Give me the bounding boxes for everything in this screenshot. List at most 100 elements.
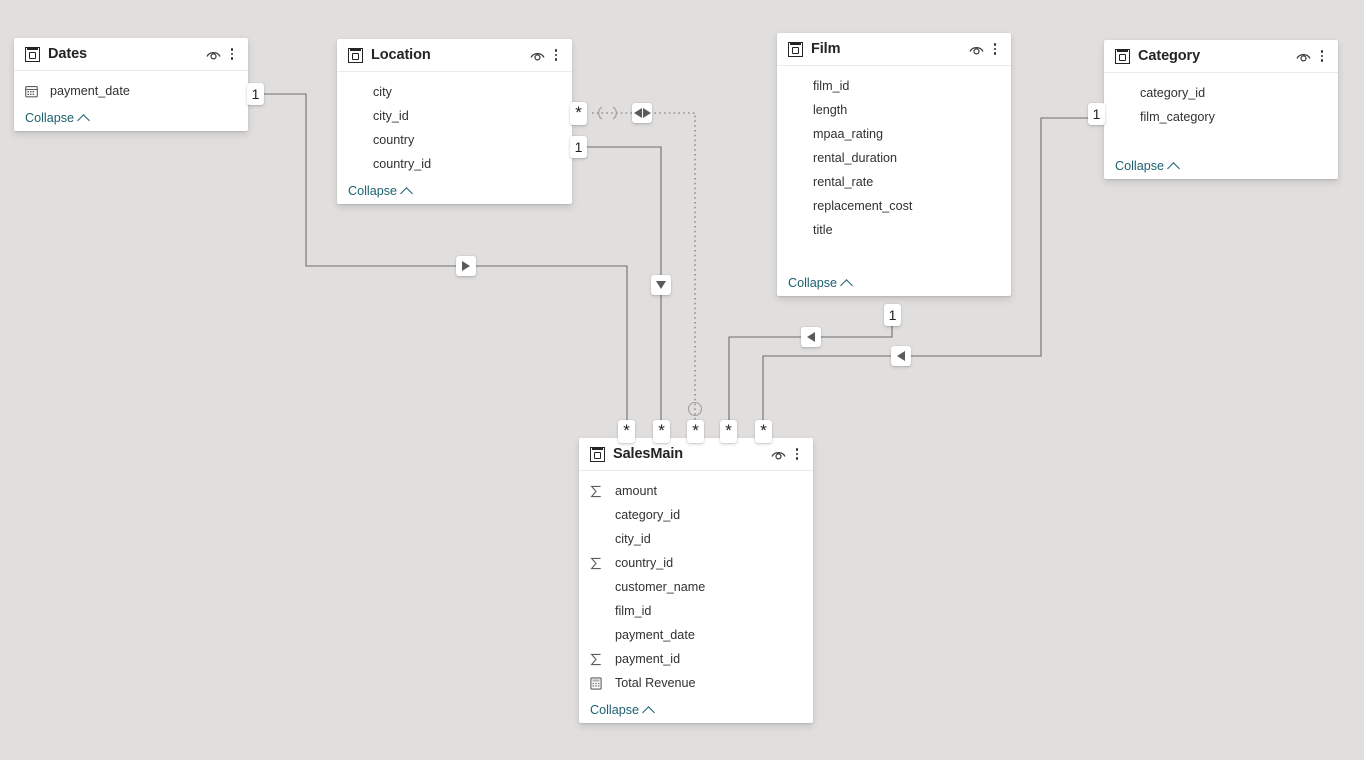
field-name: Total Revenue	[615, 676, 696, 690]
collapse-button[interactable]: Collapse	[337, 178, 572, 204]
field-row[interactable]: film_id	[777, 74, 1011, 98]
field-row[interactable]: city_id	[337, 104, 572, 128]
filter-arrow-left-icon-category[interactable]	[891, 346, 911, 366]
chevron-up-icon	[77, 113, 90, 127]
chevron-up-icon	[1167, 161, 1180, 175]
relationship-inactive-location-film	[592, 112, 696, 424]
cardinality-badge-many-inactive-end[interactable]: *	[687, 420, 704, 443]
table-card-film[interactable]: Film film_id length mpaa_ra	[777, 33, 1011, 296]
more-options-icon[interactable]	[549, 45, 563, 65]
table-icon	[25, 46, 40, 62]
eye-icon[interactable]	[966, 39, 986, 59]
cardinality-badge-one-location[interactable]: 1	[570, 136, 587, 158]
field-row[interactable]: film_category	[1104, 105, 1338, 129]
chevron-up-icon	[400, 186, 413, 200]
field-row[interactable]: payment_date	[579, 623, 813, 647]
inactive-relationship-glyph	[598, 106, 617, 120]
table-field-list: film_id length mpaa_rating rental_durati…	[777, 66, 1011, 296]
collapse-label: Collapse	[1115, 159, 1165, 173]
eye-icon[interactable]	[203, 44, 223, 64]
field-row[interactable]: payment_date	[14, 79, 248, 103]
field-row[interactable]: category_id	[1104, 81, 1338, 105]
field-name: film_category	[1140, 110, 1215, 124]
table-name: SalesMain	[613, 446, 684, 462]
field-name: city_id	[615, 532, 651, 546]
collapse-button[interactable]: Collapse	[14, 105, 248, 131]
field-row[interactable]: title	[777, 218, 1011, 242]
field-row[interactable]: city_id	[579, 527, 813, 551]
table-card-header[interactable]: Category	[1104, 40, 1338, 73]
eye-icon[interactable]	[527, 45, 547, 65]
field-name: city	[373, 85, 392, 99]
cardinality-badge-many-film[interactable]: *	[720, 420, 737, 443]
field-row[interactable]: country_id	[337, 152, 572, 176]
field-row[interactable]: amount	[579, 479, 813, 503]
table-icon	[348, 47, 363, 63]
table-card-location[interactable]: Location city city_id count	[337, 39, 572, 204]
cardinality-badge-one-film[interactable]: 1	[884, 304, 901, 326]
eye-icon[interactable]	[768, 444, 788, 464]
table-name: Category	[1138, 48, 1201, 64]
filter-arrow-both-icon[interactable]	[632, 103, 652, 123]
field-row[interactable]: country_id	[579, 551, 813, 575]
triangle-left	[633, 108, 642, 118]
field-row[interactable]: category_id	[579, 503, 813, 527]
calendar-icon	[25, 85, 42, 98]
more-options-icon[interactable]	[790, 444, 804, 464]
cardinality-badge-one-dates[interactable]: 1	[247, 83, 264, 105]
field-row[interactable]: rental_rate	[777, 170, 1011, 194]
field-row[interactable]: Total Revenue	[579, 671, 813, 695]
collapse-button[interactable]: Collapse	[777, 270, 1011, 296]
field-row[interactable]: customer_name	[579, 575, 813, 599]
table-field-list: amount category_id city_id country_id	[579, 471, 813, 723]
table-card-dates[interactable]: Dates	[14, 38, 248, 131]
more-options-icon[interactable]	[1315, 46, 1329, 66]
field-name: replacement_cost	[813, 199, 913, 213]
field-row[interactable]: length	[777, 98, 1011, 122]
more-options-icon[interactable]	[225, 44, 239, 64]
filter-arrow-left-icon-film[interactable]	[801, 327, 821, 347]
table-card-header[interactable]: Film	[777, 33, 1011, 66]
cardinality-badge-many-location[interactable]: *	[653, 420, 670, 443]
collapse-button[interactable]: Collapse	[1104, 153, 1338, 179]
eye-icon[interactable]	[1293, 46, 1313, 66]
field-name: payment_id	[615, 652, 681, 666]
collapse-button[interactable]: Collapse	[579, 697, 813, 723]
cardinality-badge-one-category[interactable]: 1	[1088, 103, 1105, 125]
field-row[interactable]: city	[337, 80, 572, 104]
filter-arrow-down-icon[interactable]	[651, 275, 671, 295]
field-row[interactable]: payment_id	[579, 647, 813, 671]
field-row[interactable]: country	[337, 128, 572, 152]
cardinality-badge-many-dates[interactable]: *	[618, 420, 635, 443]
field-row[interactable]: mpaa_rating	[777, 122, 1011, 146]
table-card-header[interactable]: Dates	[14, 38, 248, 71]
field-row[interactable]: rental_duration	[777, 146, 1011, 170]
table-card-header[interactable]: Location	[337, 39, 572, 72]
table-card-header[interactable]: SalesMain	[579, 438, 813, 471]
inactive-relationship-marker	[687, 401, 703, 417]
filter-arrow-right-icon[interactable]	[456, 256, 476, 276]
field-name: film_id	[813, 79, 850, 93]
field-row[interactable]: replacement_cost	[777, 194, 1011, 218]
table-card-salesmain[interactable]: SalesMain amount	[579, 438, 813, 723]
field-name: country_id	[373, 157, 432, 171]
sigma-icon	[590, 557, 607, 570]
table-card-category[interactable]: Category category_id film_category C	[1104, 40, 1338, 179]
chevron-up-icon	[840, 278, 853, 292]
cardinality-label: 1	[1092, 106, 1101, 122]
chevron-up-icon	[642, 705, 655, 719]
table-icon	[1115, 48, 1130, 64]
cardinality-badge-many-category[interactable]: *	[755, 420, 772, 443]
cardinality-badge-many-inactive[interactable]: *	[570, 102, 587, 125]
collapse-label: Collapse	[348, 184, 398, 198]
more-options-icon[interactable]	[988, 39, 1002, 59]
cardinality-label: 1	[888, 307, 897, 323]
collapse-label: Collapse	[590, 703, 640, 717]
field-name: category_id	[615, 508, 681, 522]
table-field-list: city city_id country country_id Collapse	[337, 72, 572, 204]
field-name: city_id	[373, 109, 409, 123]
field-name: rental_duration	[813, 151, 898, 165]
collapse-label: Collapse	[788, 276, 838, 290]
field-row[interactable]: film_id	[579, 599, 813, 623]
